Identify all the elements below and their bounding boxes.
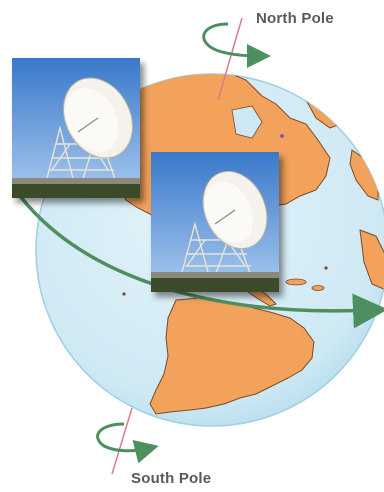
south-america-landmass — [149, 297, 315, 415]
radio-telescope-photo-2 — [151, 152, 279, 292]
caribbean-island — [311, 285, 325, 291]
rotation-axis-south — [111, 407, 133, 475]
island-dot — [122, 292, 126, 296]
caribbean-island — [285, 278, 307, 286]
north-pole-label: North Pole — [256, 10, 334, 27]
island-dot — [280, 134, 284, 138]
north-rotation-arrow-icon — [202, 22, 271, 68]
south-pole-label: South Pole — [131, 470, 212, 487]
rotation-axis-north — [217, 17, 243, 101]
island-dot — [324, 266, 328, 270]
south-rotation-arrow-icon — [96, 422, 159, 464]
hudson-bay — [231, 105, 263, 139]
radio-telescope-photo-1 — [12, 58, 140, 198]
africa-landmass — [359, 229, 384, 291]
